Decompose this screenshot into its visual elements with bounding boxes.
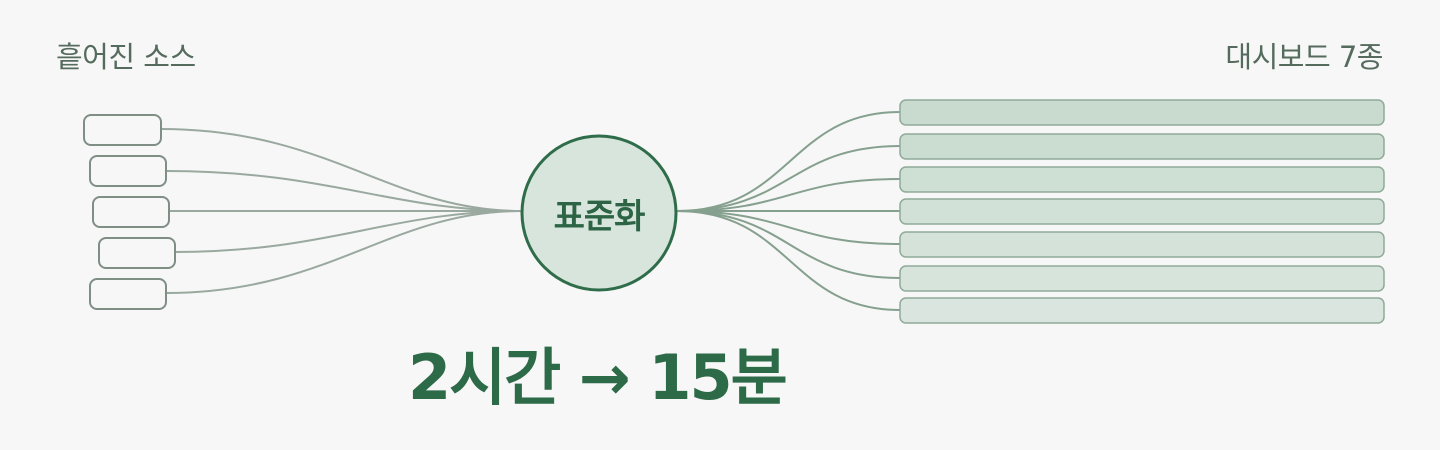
- source-connector: [174, 210, 522, 253]
- source-connector: [165, 170, 522, 212]
- dashboard-connector: [676, 210, 901, 279]
- dashboard-connector: [676, 210, 901, 311]
- dashboard-connector: [676, 145, 901, 212]
- hub-label: 표준화: [553, 196, 646, 237]
- dashboard-connector: [676, 178, 901, 212]
- dashboard-bar: [899, 231, 1385, 258]
- source-box: [89, 155, 167, 187]
- dashboard-bar: [899, 265, 1385, 292]
- source-box: [92, 196, 170, 228]
- dashboard-connector: [676, 111, 901, 212]
- dashboard-bar: [899, 99, 1385, 126]
- source-box: [89, 278, 167, 310]
- dashboard-bar: [899, 297, 1385, 324]
- dashboard-connector: [676, 210, 901, 245]
- source-connector: [165, 210, 522, 294]
- hub-circle: [520, 134, 678, 292]
- headline: 2시간 → 15분: [408, 341, 788, 414]
- dashboard-bar: [899, 133, 1385, 160]
- source-connector: [160, 128, 522, 212]
- source-box: [83, 114, 162, 146]
- dashboard-bar: [899, 198, 1385, 225]
- dashboard-bar: [899, 166, 1385, 193]
- dashboards-label: 대시보드 7종: [1225, 40, 1383, 74]
- sources-label: 흩어진 소스: [56, 40, 196, 74]
- source-box: [98, 237, 176, 269]
